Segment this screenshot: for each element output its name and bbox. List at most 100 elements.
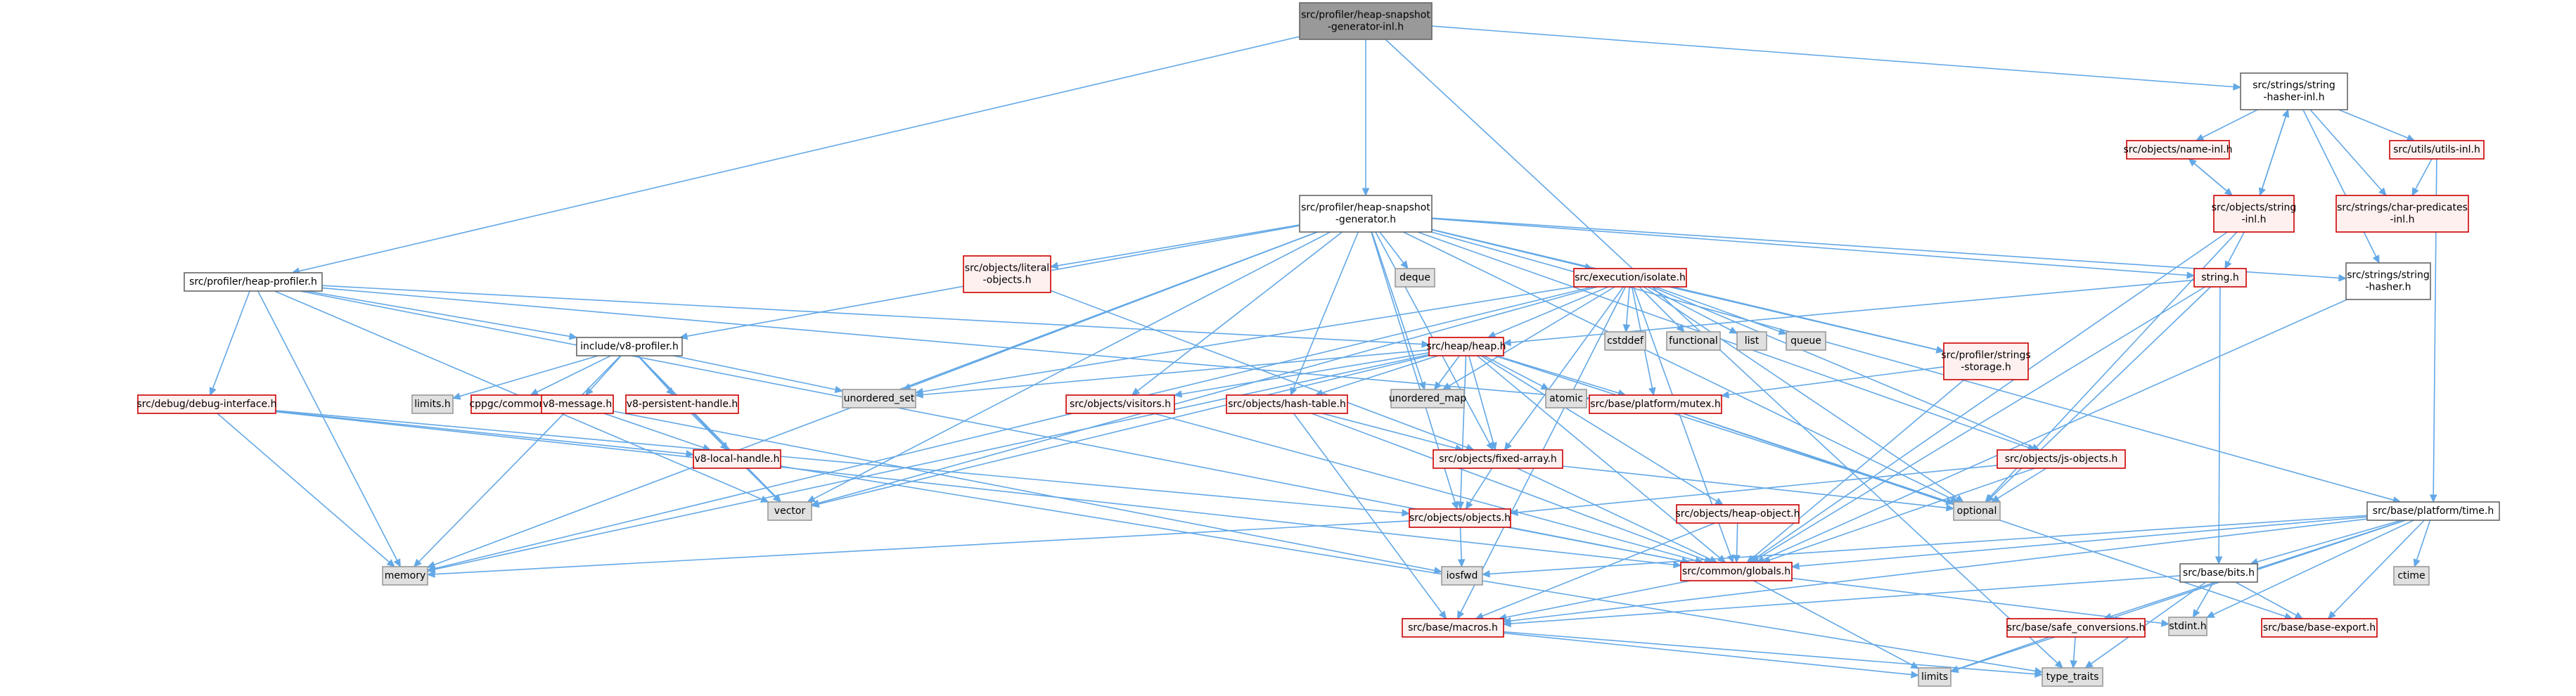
edge-line	[1482, 522, 1715, 617]
node-box	[1604, 331, 1646, 351]
edge-line	[434, 286, 1593, 569]
node-safe-conversions[interactable]: src/base/safe_conversions.h	[2006, 618, 2146, 638]
edge-line	[275, 411, 687, 455]
node-optional: optional	[1953, 501, 2001, 521]
node-box	[767, 501, 812, 521]
edge-arrowhead	[413, 558, 422, 567]
edge-arrowhead	[2429, 494, 2437, 503]
edge-root-to-type_traits	[1385, 39, 2063, 669]
edge-arrowhead	[1540, 382, 1550, 390]
node-hash-table[interactable]: src/objects/hash-table.h	[1226, 394, 1348, 414]
edge-heap-to-unordered_map	[1433, 355, 1460, 390]
node-heap-snapshot-generator[interactable]: src/profiler/heap-snapshot-generator.h	[1299, 195, 1433, 233]
node-macros[interactable]: src/base/macros.h	[1402, 618, 1504, 638]
node-heap-object[interactable]: src/objects/heap-object.h	[1675, 504, 1800, 524]
edge-line	[1508, 286, 1625, 445]
node-heap[interactable]: src/heap/heap.h	[1426, 337, 1506, 356]
node-label: src/base/bits.h	[2183, 567, 2255, 579]
edge-line	[2212, 520, 2414, 615]
node-globals[interactable]: src/common/globals.h	[1680, 562, 1793, 581]
edge-line	[1510, 518, 2368, 621]
node-string-hasher-inl[interactable]: src/strings/string-hasher-inl.h	[2240, 72, 2348, 110]
edge-v8_local_handle-to-vector	[745, 468, 781, 503]
node-string-hasher[interactable]: src/strings/string-hasher.h	[2345, 262, 2431, 300]
edge-isolate-to-vector	[810, 286, 1598, 507]
edge-line	[1321, 413, 1456, 449]
edge-arrowhead	[1715, 497, 1724, 505]
edge-line	[1494, 286, 1609, 335]
node-box	[2261, 618, 2378, 638]
edge-line	[1655, 286, 1780, 333]
node-cppgc-common[interactable]: cppgc/common.h	[469, 394, 555, 414]
node-bits[interactable]: src/base/bits.h	[2179, 563, 2258, 583]
edge-line	[275, 410, 1403, 514]
node-v8-message[interactable]: v8-message.h	[541, 394, 614, 414]
node-strings-storage[interactable]: src/profiler/strings-storage.h	[1941, 342, 2031, 380]
edge-line	[212, 290, 250, 389]
edge-safe_conversions-to-type_traits	[2070, 636, 2077, 669]
node-fixed-array[interactable]: src/objects/fixed-array.h	[1433, 449, 1563, 469]
edge-heap-to-visitors	[1173, 352, 1430, 398]
node-box	[2213, 195, 2295, 233]
edge-line	[1791, 577, 2162, 624]
edge-arrowhead	[686, 450, 695, 458]
edge-line	[2257, 520, 2402, 562]
node-v8-local-handle[interactable]: v8-local-handle.h	[693, 449, 781, 469]
node-utils-inl[interactable]: src/utils/utils-inl.h	[2389, 140, 2485, 160]
edge-string_hasher_inl-to-string_hasher	[2302, 109, 2380, 264]
edge-line	[217, 413, 390, 563]
edge-heap-to-optional	[1494, 355, 1955, 505]
node-debug-interface[interactable]: src/debug/debug-interface.h	[137, 394, 277, 414]
edge-arrowhead	[1509, 508, 1518, 517]
edge-line	[321, 287, 1583, 399]
edge-arrowhead	[719, 442, 729, 451]
node-time-h[interactable]: src/base/platform/time.h	[2366, 501, 2500, 521]
node-cstddef: cstddef	[1604, 331, 1646, 351]
edge-heap-to-heap_object	[1480, 355, 1724, 505]
edge-line	[2302, 109, 2377, 257]
edge-line	[638, 355, 776, 498]
edge-strings_storage-to-mutex	[1720, 366, 1944, 399]
edge-line	[1181, 352, 1430, 395]
edge-line	[1752, 379, 1965, 559]
edge-arrowhead	[1622, 324, 1631, 333]
node-string-h[interactable]: string.h	[2193, 268, 2247, 288]
node-ctime: ctime	[2393, 566, 2430, 586]
edge-heap_snapshot_generator-to-string_h	[1431, 218, 2196, 279]
edge-line	[1651, 286, 2034, 448]
edge-arrowhead	[1790, 562, 1800, 570]
node-isolate[interactable]: src/execution/isolate.h	[1573, 268, 1687, 288]
node-label: string.h	[2201, 272, 2239, 283]
node-v8-persistent[interactable]: v8-persistent-handle.h	[625, 394, 739, 414]
edge-line	[1460, 355, 1467, 503]
node-base-export[interactable]: src/base/base-export.h	[2261, 618, 2378, 638]
edge-string_inl-to-string_hasher_inl	[2259, 108, 2290, 196]
node-char-predicates[interactable]: src/strings/char-predicates-inl.h	[2335, 195, 2469, 233]
node-name-inl[interactable]: src/objects/name-inl.h	[2123, 140, 2233, 160]
node-heap-profiler[interactable]: src/profiler/heap-profiler.h	[184, 272, 323, 292]
edge-globals-to-limits	[1753, 580, 1920, 669]
node-label: src/objects/heap-object.h	[1675, 508, 1800, 520]
edge-arrowhead	[1502, 619, 1511, 628]
node-box	[184, 272, 323, 292]
node-objects-h[interactable]: src/objects/objects.h	[1409, 508, 1511, 528]
edge-line	[1483, 355, 1543, 387]
edge-string_hasher_inl-to-char_predicates	[2309, 109, 2387, 196]
node-literal-objects[interactable]: src/objects/literal-objects.h	[963, 255, 1051, 293]
node-v8-profiler[interactable]: include/v8-profiler.h	[576, 337, 683, 356]
edge-arrowhead	[807, 495, 816, 503]
node-box	[693, 449, 781, 469]
edge-arrowhead	[1733, 555, 1741, 564]
edge-line	[813, 231, 1331, 500]
edge-heap_snapshot_generator-to-string_hasher	[1431, 217, 2347, 282]
edge-isolate-to-strings_storage	[1669, 286, 1945, 354]
node-string-inl[interactable]: src/objects/string-inl.h	[2212, 195, 2297, 233]
edge-line	[418, 355, 621, 562]
node-label: src/objects/js-objects.h	[2005, 453, 2118, 465]
edge-globals-to-stdint	[1791, 577, 2170, 627]
node-js-objects[interactable]: src/objects/js-objects.h	[1997, 449, 2126, 469]
node-mutex[interactable]: src/base/platform/mutex.h	[1589, 394, 1722, 414]
node-visitors[interactable]: src/objects/visitors.h	[1065, 394, 1175, 414]
edge-v8_profiler-to-unordered_set	[673, 355, 844, 394]
edge-arrowhead	[209, 387, 217, 397]
